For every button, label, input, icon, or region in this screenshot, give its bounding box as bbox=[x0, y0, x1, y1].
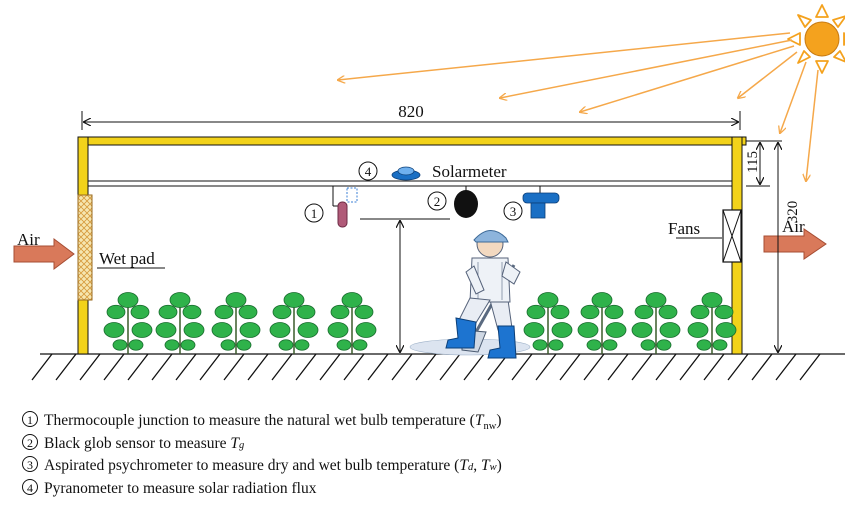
ground-hatch bbox=[703, 353, 725, 381]
sensor-3-number: 3 bbox=[510, 204, 517, 219]
sensor-1-marker bbox=[304, 203, 324, 223]
legend-number-4: 4 bbox=[22, 478, 38, 495]
legend: 1 Thermocouple junction to measure the na… bbox=[22, 410, 822, 500]
ground-hatch bbox=[559, 353, 581, 381]
height-dimensions bbox=[746, 140, 782, 355]
legend-text-2: Black glob sensor to measure bbox=[44, 434, 231, 452]
fan-icon bbox=[722, 209, 742, 263]
ground-hatch bbox=[127, 353, 149, 381]
ground-hatch bbox=[511, 353, 533, 381]
legend-number-2: 2 bbox=[22, 433, 38, 450]
sensor-height-dimension bbox=[360, 218, 450, 352]
legend-symbol-3b: T bbox=[480, 457, 490, 474]
legend-mid-3: , bbox=[473, 457, 481, 474]
plant-icon bbox=[269, 292, 319, 354]
ground-hatch bbox=[583, 353, 605, 381]
ground-hatch bbox=[775, 353, 797, 381]
wet-pad bbox=[77, 194, 93, 301]
greenhouse-diagram: 820 Wet pad Air Fans Air 115 320 bbox=[13, 4, 845, 381]
fans-label: Fans bbox=[668, 219, 700, 238]
ground-hatch bbox=[679, 353, 701, 381]
sensor-2-marker bbox=[427, 191, 447, 211]
ground-hatch bbox=[199, 353, 221, 381]
ground-hatch bbox=[247, 353, 269, 381]
roof-dimension-label: 115 bbox=[745, 151, 761, 173]
ground bbox=[31, 353, 845, 381]
solarmeter-icon bbox=[391, 166, 421, 181]
ground-hatch bbox=[55, 353, 77, 381]
legend-sub-3a: d bbox=[467, 462, 474, 473]
height-dimension-label: 320 bbox=[785, 201, 801, 224]
air-outlet-label: Air bbox=[782, 217, 805, 236]
legend-symbol-2: T bbox=[230, 434, 240, 452]
plant-icon bbox=[523, 292, 573, 354]
ground-hatch bbox=[343, 353, 365, 381]
sensor-4-number: 4 bbox=[365, 164, 372, 179]
legend-item-2: 2 Black glob sensor to measure Tg bbox=[22, 433, 822, 456]
ground-hatch bbox=[223, 353, 245, 381]
legend-symbol-1: T bbox=[474, 412, 484, 429]
plant-icon bbox=[211, 292, 261, 354]
plant-icon bbox=[103, 292, 153, 354]
ground-hatch bbox=[79, 353, 101, 381]
ground-hatch bbox=[463, 353, 485, 381]
wet-pad-label: Wet pad bbox=[99, 249, 155, 268]
thermocouple-icon bbox=[332, 186, 358, 228]
legend-text-4: Pyranometer to measure solar radiation f… bbox=[44, 479, 317, 497]
ground-hatch bbox=[535, 353, 557, 381]
ground-hatch bbox=[31, 353, 53, 381]
ground-hatch bbox=[607, 353, 629, 381]
width-dimension bbox=[81, 111, 741, 130]
psychrometer-icon bbox=[522, 186, 560, 219]
ground-hatch bbox=[631, 353, 653, 381]
ground-hatch bbox=[751, 353, 773, 381]
legend-sub-3b: w bbox=[489, 462, 497, 473]
legend-item-1: 1 Thermocouple junction to measure the na… bbox=[22, 410, 822, 433]
ground-hatch bbox=[367, 353, 389, 381]
legend-text-1: Thermocouple junction to measure the nat… bbox=[44, 412, 475, 429]
air-inlet-label: Air bbox=[17, 230, 40, 249]
solarmeter-label: Solarmeter bbox=[432, 162, 507, 181]
sensor-1-number: 1 bbox=[311, 206, 318, 221]
legend-item-4: 4 Pyranometer to measure solar radiation … bbox=[22, 478, 822, 501]
width-label: 820 bbox=[398, 102, 424, 121]
ground-hatch bbox=[271, 353, 293, 381]
legend-number-1: 1 bbox=[22, 411, 38, 428]
sun-rays bbox=[338, 32, 819, 181]
ground-hatch bbox=[319, 353, 341, 381]
ground-hatch bbox=[103, 353, 125, 381]
legend-symbol-3a: T bbox=[459, 457, 468, 474]
worker-icon bbox=[409, 230, 531, 359]
ground-hatch bbox=[175, 353, 197, 381]
sensor-3-marker bbox=[503, 201, 523, 221]
ground-hatch bbox=[727, 353, 749, 381]
ground-hatch bbox=[295, 353, 317, 381]
sun-icon bbox=[787, 4, 845, 74]
sensor-4-marker bbox=[358, 161, 378, 181]
legend-suffix-1: ) bbox=[496, 412, 502, 429]
plant-icon bbox=[155, 292, 205, 354]
ground-hatch bbox=[151, 353, 173, 381]
legend-number-3: 3 bbox=[22, 456, 38, 473]
ground-hatch bbox=[415, 353, 437, 381]
plant-icon bbox=[631, 292, 681, 354]
black-globe-icon bbox=[454, 186, 478, 218]
plant-icon bbox=[577, 292, 627, 354]
plant-icon bbox=[687, 292, 737, 354]
ground-hatch bbox=[391, 353, 413, 381]
air-inlet-arrow bbox=[13, 238, 75, 270]
legend-suffix-3: ) bbox=[496, 457, 502, 474]
legend-text-3: Aspirated psychrometer to measure dry an… bbox=[44, 457, 460, 474]
plant-rows bbox=[103, 292, 737, 354]
ground-hatch bbox=[655, 353, 677, 381]
ground-hatch bbox=[439, 353, 461, 381]
legend-sub-2: g bbox=[239, 439, 245, 451]
plant-icon bbox=[327, 292, 377, 354]
legend-sub-1: nw bbox=[483, 421, 497, 433]
ground-hatch bbox=[799, 353, 821, 381]
legend-item-3: 3 Aspirated psychrometer to measure dry a… bbox=[22, 455, 822, 478]
sensor-2-number: 2 bbox=[434, 194, 441, 209]
